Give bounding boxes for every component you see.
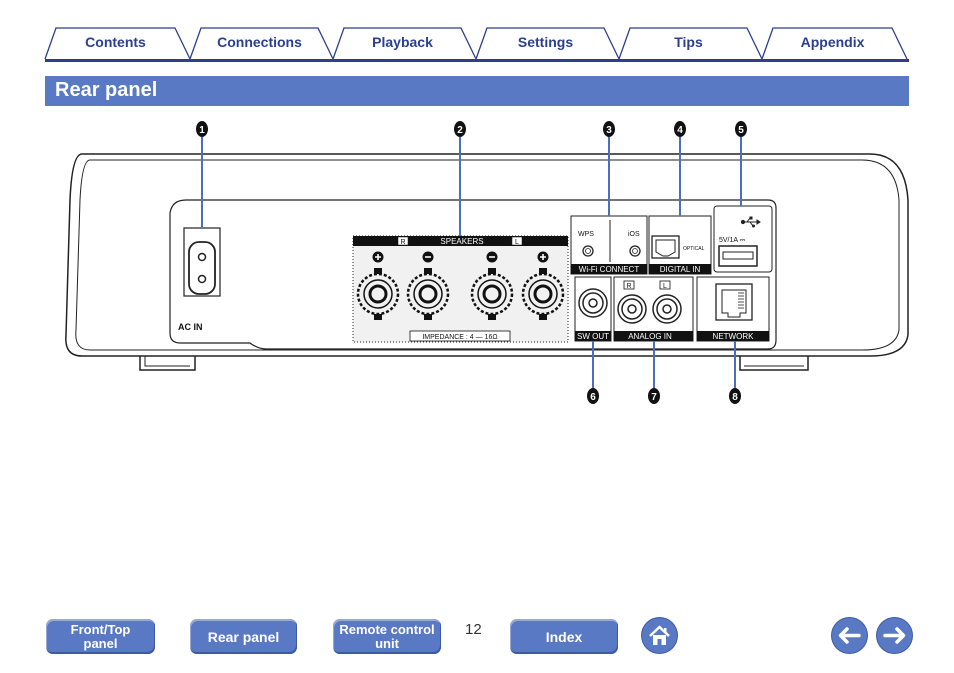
callout-marker-1 [196,121,208,137]
front-top-panel-line1: Front/Top [70,621,131,637]
arrow-right-icon [883,627,906,644]
usb-rating-label: 5V/1A ⎓ [719,237,746,244]
callout-6: 6 [590,392,596,403]
network-block: NETWORK [696,276,770,342]
page-title: Rear panel [55,79,158,101]
speaker-l-label: L [515,239,519,246]
callout-3: 3 [606,125,612,136]
remote-control-line1: Remote control [339,621,435,637]
tab-contents[interactable]: Contents [85,34,146,50]
wifi-connect-label: Wi-Fi CONNECT [579,265,640,274]
remote-control-unit-button[interactable]: Remote control unit [333,619,441,654]
home-button[interactable] [642,618,677,653]
remote-control-line2: unit [375,635,399,651]
analog-l-label: L [663,283,667,290]
wps-label: WPS [578,231,594,238]
usb-icon [740,216,761,228]
page-number: 12 [465,621,482,638]
sw-out-label: SW OUT [577,332,609,341]
index-button[interactable]: Index [510,619,618,654]
top-tab-bar: Contents Connections Playback Settings T… [0,0,954,62]
callout-marker-8 [729,388,741,404]
ac-in-port: AC IN [178,227,221,332]
front-top-panel-button[interactable]: Front/Top panel [46,619,155,654]
digital-in-block: OPTICAL DIGITAL IN [648,215,712,275]
home-icon [649,625,670,645]
index-button-label: Index [545,628,583,645]
tab-tips[interactable]: Tips [674,34,703,50]
tab-appendix[interactable]: Appendix [800,34,865,50]
callout-lines [201,137,742,388]
speaker-terminals: R SPEAKERS L [352,235,569,343]
sw-out-block: SW OUT [574,276,612,342]
previous-page-button[interactable] [832,618,867,653]
callout-7: 7 [651,392,657,403]
callout-marker-5 [735,121,747,137]
speakers-label: SPEAKERS [440,237,483,246]
usb-block: 5V/1A ⎓ [713,205,773,273]
tab-outline [44,27,909,62]
callout-marker-4 [674,121,686,137]
callout-5: 5 [738,125,744,136]
speaker-r-label: R [400,239,405,246]
callout-marker-6 [587,388,599,404]
front-top-panel-line2: panel [83,635,118,651]
analog-in-block: R L ANALOG IN [613,276,694,342]
callout-markers: 1 2 3 4 5 6 7 8 [196,121,747,404]
network-label: NETWORK [713,332,755,341]
optical-label: OPTICAL [683,246,705,252]
arrow-left-icon [838,627,861,644]
rear-panel-button[interactable]: Rear panel [190,619,297,654]
page-title-bar: Rear panel [45,76,909,106]
rear-panel-diagram: AC IN R SPEAKERS L [65,121,909,404]
digital-in-label: DIGITAL IN [660,265,701,274]
analog-r-label: R [626,283,631,290]
callout-4: 4 [677,125,683,136]
callout-marker-3 [603,121,615,137]
callout-8: 8 [732,392,738,403]
tab-playback[interactable]: Playback [372,34,433,50]
device-body [65,153,909,371]
callout-marker-7 [648,388,660,404]
callout-marker-2 [454,121,466,137]
ac-in-label: AC IN [178,322,203,332]
ios-label: iOS [628,231,640,238]
tab-settings[interactable]: Settings [517,34,574,50]
callout-1: 1 [199,125,205,136]
tab-connections[interactable]: Connections [217,34,302,50]
next-page-button[interactable] [877,618,912,653]
analog-in-label: ANALOG IN [628,332,672,341]
callout-2: 2 [457,125,463,136]
rear-panel-button-label: Rear panel [207,628,280,645]
impedance-label: IMPEDANCE : 4 — 16Ω [422,334,497,341]
wifi-connect-block: WPS iOS Wi-Fi CONNECT [570,215,648,275]
